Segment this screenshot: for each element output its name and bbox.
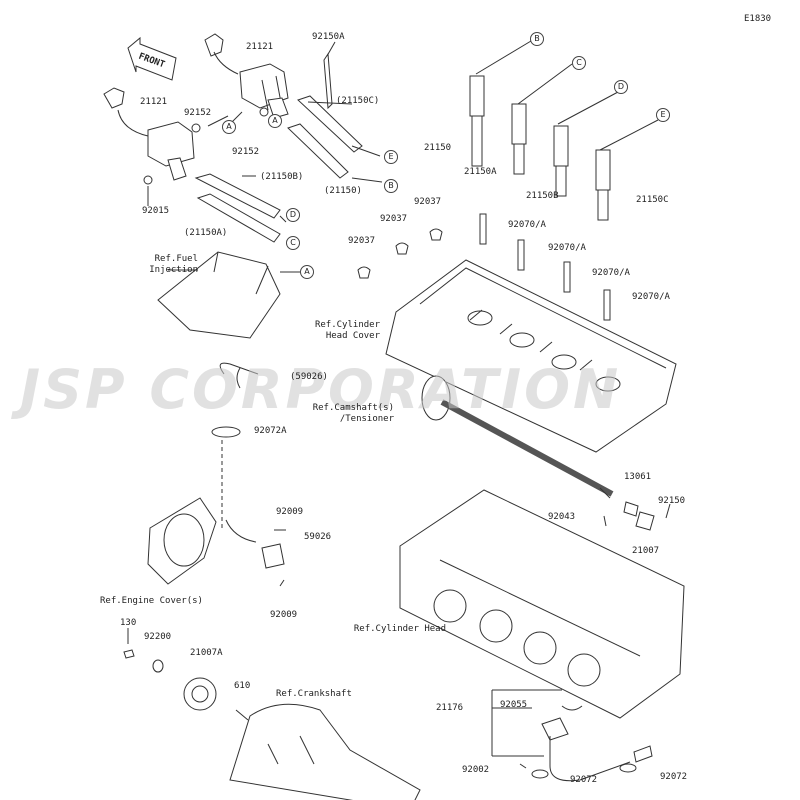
part-label-59026: 59026 <box>304 532 332 542</box>
ref-engine-cover: Ref.Engine Cover(s) <box>100 596 203 606</box>
part-label-92070A: 92070/A <box>508 220 546 230</box>
part-label-21150-paren: (21150) <box>324 186 362 196</box>
ref-cylinder-head: Ref.Cylinder Head <box>353 624 446 634</box>
callout-b: B <box>384 179 398 193</box>
part-label-92037: 92037 <box>348 236 376 246</box>
callout-c: C <box>286 236 300 250</box>
front-arrow-icon <box>127 36 177 81</box>
part-label-92070A: 92070/A <box>632 292 670 302</box>
part-label-92037: 92037 <box>414 197 442 207</box>
callout-a: A <box>222 120 236 134</box>
part-label-21150A: 21150A <box>464 167 497 177</box>
callout-a: A <box>268 114 282 128</box>
ignition-leads-drawing <box>469 37 659 221</box>
part-label-92072: 92072 <box>660 772 688 782</box>
part-label-21121: 21121 <box>246 42 274 52</box>
cylinder-head-drawing <box>399 489 685 719</box>
spark-plugs-drawing <box>479 213 611 321</box>
part-label-21007A: 21007A <box>190 648 223 658</box>
callout-d: D <box>614 80 628 94</box>
part-label-92070A: 92070/A <box>592 268 630 278</box>
part-label-92009: 92009 <box>270 610 298 620</box>
crankshaft-drawing <box>229 703 421 800</box>
part-label-92015: 92015 <box>142 206 170 216</box>
callout-e: E <box>384 150 398 164</box>
part-label-92200: 92200 <box>144 632 172 642</box>
diagram-code: E1830 <box>744 14 772 24</box>
ignition-coil-upper-drawing <box>204 33 289 119</box>
part-label-92072: 92072 <box>570 775 598 785</box>
callout-d: D <box>286 208 300 222</box>
part-label-92072A: 92072A <box>254 426 287 436</box>
callout-a: A <box>300 265 314 279</box>
part-label-92055: 92055 <box>500 700 528 710</box>
part-label-21007: 21007 <box>632 546 660 556</box>
plug-boots-drawing <box>191 52 363 243</box>
part-label-59026-paren: (59026) <box>290 372 328 382</box>
part-label-13061: 13061 <box>624 472 652 482</box>
part-label-21121: 21121 <box>140 97 168 107</box>
part-label-610: 610 <box>234 681 251 691</box>
callout-b: B <box>530 32 544 46</box>
callout-c: C <box>572 56 586 70</box>
cylinder-head-cover-drawing <box>385 259 677 453</box>
ref-camshaft: Ref.Camshaft(s) /Tensioner <box>312 403 394 424</box>
ref-fuel-injection: Ref.Fuel Injection <box>149 254 198 275</box>
ref-crankshaft: Ref.Crankshaft <box>276 689 352 699</box>
ref-cylinder-head-cover: Ref.Cylinder Head Cover <box>314 320 380 341</box>
watermark: JSP CORPORATION <box>20 358 622 421</box>
part-label-130: 130 <box>120 618 137 628</box>
part-label-92043: 92043 <box>548 512 576 522</box>
oil-pipe-drawing <box>519 705 653 782</box>
part-label-92002: 92002 <box>462 765 490 775</box>
part-label-21176: 21176 <box>436 703 464 713</box>
part-label-92150: 92150 <box>658 496 686 506</box>
ignition-coil-lower-drawing <box>103 87 195 185</box>
camshaft-drawing <box>421 375 614 499</box>
callout-e: E <box>656 108 670 122</box>
part-label-92009: 92009 <box>276 507 304 517</box>
part-label-92152: 92152 <box>184 108 212 118</box>
part-label-21150C: 21150C <box>636 195 669 205</box>
part-label-92150A: 92150A <box>312 32 345 42</box>
part-label-21150C-paren: (21150C) <box>336 96 380 106</box>
part-label-21150: 21150 <box>424 143 452 153</box>
part-label-21150B-paren: (21150B) <box>260 172 304 182</box>
part-label-21150A-paren: (21150A) <box>184 228 228 238</box>
part-label-21150B: 21150B <box>526 191 559 201</box>
part-label-92152: 92152 <box>232 147 260 157</box>
part-label-92037: 92037 <box>380 214 408 224</box>
engine-cover-drawing <box>147 497 217 585</box>
bracket-drawing <box>157 251 300 339</box>
part-label-92070A: 92070/A <box>548 243 586 253</box>
